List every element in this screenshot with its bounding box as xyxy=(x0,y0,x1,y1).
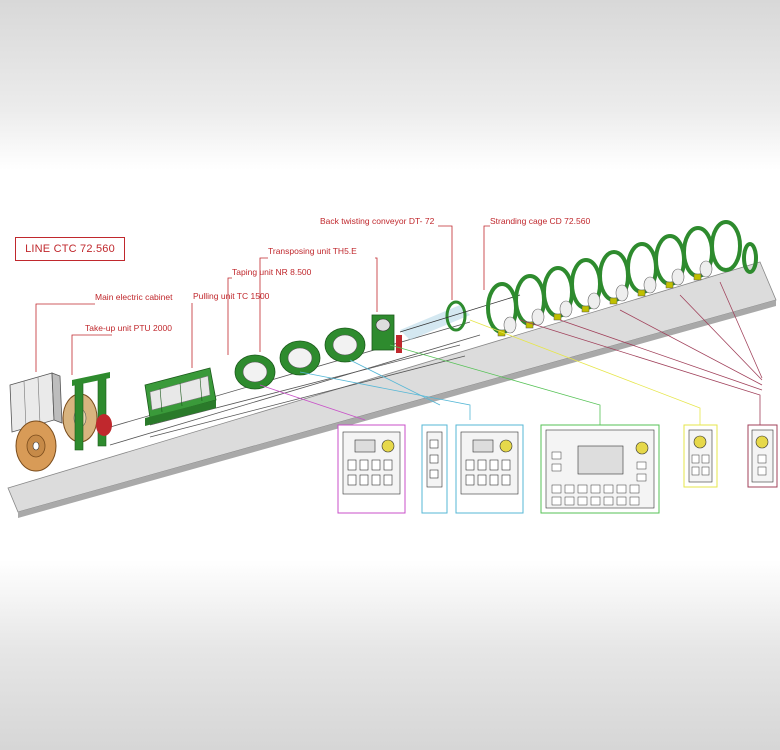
label-main-electric-cabinet: Main electric cabinet xyxy=(95,292,173,302)
taping-unit-1 xyxy=(234,354,276,390)
back-twisting-conveyor xyxy=(399,294,521,340)
taping-unit-3 xyxy=(324,327,366,363)
main-electric-cabinet xyxy=(9,372,63,433)
control-panel-6 xyxy=(747,424,778,488)
line-title-box: LINE CTC 72.560 xyxy=(15,237,125,261)
leader-lines xyxy=(35,225,490,375)
control-panel-3 xyxy=(455,424,524,514)
control-panel-5 xyxy=(683,424,718,488)
label-pulling-unit: Pulling unit TC 1500 xyxy=(193,291,270,301)
transposing-unit xyxy=(371,314,402,353)
label-back-twisting-conveyor: Back twisting conveyor DT- 72 xyxy=(320,216,435,226)
stranding-cage-bases xyxy=(497,273,702,337)
label-take-up-unit: Take-up unit PTU 2000 xyxy=(85,323,172,333)
panel-connectors xyxy=(259,281,763,425)
stranding-cage-bobbins xyxy=(503,260,713,334)
label-taping-unit: Taping unit NR 8.500 xyxy=(232,267,312,277)
pulling-unit xyxy=(144,367,217,426)
line-title: LINE CTC 72.560 xyxy=(25,243,115,255)
control-panel-2 xyxy=(421,424,448,514)
taping-unit-2 xyxy=(279,340,321,376)
take-up-unit xyxy=(15,372,112,472)
floor-edge xyxy=(18,300,776,518)
label-transposing-unit: Transposing unit TH5.E xyxy=(268,246,357,256)
control-panel-4 xyxy=(540,424,660,514)
control-panel-1 xyxy=(337,424,406,514)
label-stranding-cage: Stranding cage CD 72.560 xyxy=(490,216,590,226)
